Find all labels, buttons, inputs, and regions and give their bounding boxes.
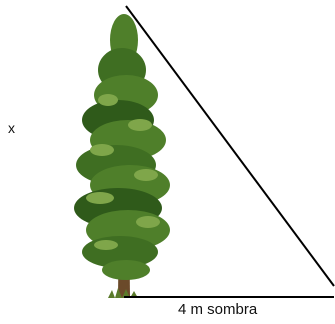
sun-ray-line xyxy=(125,5,335,287)
tree-height-label: x xyxy=(8,120,15,136)
tree-foliage xyxy=(74,14,170,280)
shadow-length-label: 4 m sombra xyxy=(178,301,258,318)
pine-tree-icon xyxy=(74,14,170,298)
